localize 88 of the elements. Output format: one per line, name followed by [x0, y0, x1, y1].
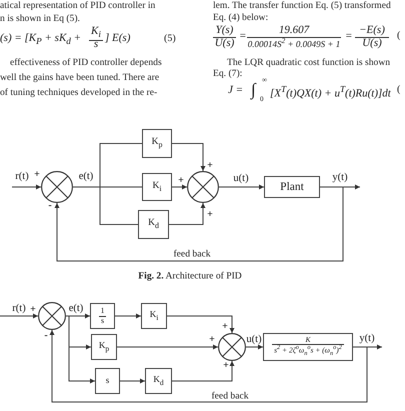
- text-line: Eq. (7):: [213, 68, 242, 79]
- equation-number: (: [397, 30, 400, 42]
- block-label: s: [98, 316, 106, 326]
- signal-arrow: [172, 184, 188, 190]
- text-line: well the gains have been tuned. There are: [0, 72, 160, 83]
- block-label: s: [106, 376, 110, 386]
- text-line: The LQR quadratic cost function is shown: [227, 56, 390, 68]
- signal-arrow: [116, 344, 218, 350]
- gain-block: [142, 173, 172, 201]
- equation-text: [X$^{T}$(t)QX(t) + u$^{T}$(t)Ru(t)]dt: [270, 84, 391, 100]
- block-label: K$_{i}$: [150, 310, 158, 322]
- signal-label: y(t): [359, 334, 375, 344]
- gain-block: [145, 368, 172, 394]
- text-line: n is shown in Eq (5).: [0, 12, 80, 24]
- signal-arrow: [168, 202, 206, 225]
- block-label: 1: [100, 306, 104, 316]
- summing-junction: [38, 302, 66, 330]
- signal-line: [72, 186, 138, 225]
- equation-text: K$_{i}$: [89, 25, 103, 41]
- equation-text: U(s): [361, 37, 383, 50]
- equation-text: U(s): [214, 37, 236, 50]
- equation-text: s: [92, 38, 100, 51]
- text-line: atical representation of PID controller in: [0, 0, 156, 12]
- integral-sign: ∫: [251, 81, 256, 98]
- signal-label: u(t): [233, 174, 249, 184]
- equals-sign: =: [239, 30, 246, 43]
- signal-arrow: [114, 314, 142, 318]
- signal-arrow: [66, 316, 96, 384]
- equation-text: 0.00014S$^{2}$ + 0.0049S + 1: [247, 37, 341, 50]
- text-line: lem. The transfer function Eq. (5) transformed: [213, 0, 391, 12]
- block-label: K$_{p}$: [152, 137, 162, 150]
- text-line: effectiveness of PID controller depends: [10, 56, 162, 68]
- block-label: K$_{d}$: [153, 374, 164, 388]
- edge-label: feed back: [173, 248, 211, 260]
- plus-sign: +: [223, 361, 229, 371]
- equation-text: 19.607: [247, 24, 341, 38]
- plus-sign: +: [34, 170, 40, 180]
- plant-block: [264, 176, 320, 198]
- edge-label: feed back: [211, 390, 249, 402]
- equation-text: −E(s): [355, 24, 389, 38]
- summing-junction: [41, 171, 73, 203]
- summing-junction: [187, 171, 219, 203]
- gain-block: [142, 129, 172, 158]
- signal-label: e(t): [78, 172, 94, 182]
- equation-text: ] E(s): [105, 32, 130, 45]
- plus-sign: +: [209, 335, 215, 345]
- signal-arrow: [0, 314, 38, 318]
- integrator-block: [90, 303, 115, 329]
- plus-sign: +: [207, 210, 213, 220]
- text-line: Eq. (4) below:: [213, 12, 268, 23]
- signal-arrow: [12, 184, 42, 190]
- signal-label: e(t): [68, 304, 84, 314]
- signal-arrow: [172, 143, 206, 172]
- block-label: K$_{p}$: [98, 340, 110, 354]
- minus-sign: -: [48, 201, 52, 211]
- plus-sign: +: [222, 322, 228, 332]
- signal-label: u(t): [246, 334, 262, 346]
- block-label: K$_{d}$: [148, 218, 159, 231]
- signal-arrow: [172, 360, 234, 382]
- signal-label: r(t): [15, 172, 29, 182]
- gain-block: [141, 303, 167, 329]
- plus-sign: +: [207, 161, 213, 171]
- signal-arrow: [166, 316, 234, 334]
- signal-label: r(t): [12, 304, 26, 314]
- feedback-arrow: [54, 186, 344, 262]
- equation-text: Y(s): [213, 24, 236, 38]
- block-label: Plant: [280, 180, 304, 194]
- text-line: of tuning techniques developed in the re-: [0, 86, 158, 98]
- equals-sign: =: [345, 30, 352, 43]
- gain-block: [91, 334, 117, 360]
- gain-block: [138, 210, 169, 239]
- equation-text: (s) = [K$_{P}$ + sK$_{d}$ +: [0, 32, 82, 47]
- transfer-function-block: [263, 333, 353, 361]
- plus-sign: +: [30, 305, 36, 315]
- plus-sign: +: [178, 176, 184, 186]
- equation-number: (: [397, 84, 400, 96]
- equation-number: (5): [164, 33, 176, 44]
- block-label: K$_{i}$: [152, 180, 162, 194]
- equation-text: J =: [228, 84, 244, 97]
- signal-arrow: [218, 184, 264, 190]
- minus-sign: -: [44, 331, 48, 341]
- feedback-arrow: [50, 330, 368, 402]
- signal-arrow: [120, 378, 146, 384]
- figure-caption: Fig. 2. Architecture of PID: [138, 270, 242, 282]
- derivative-block: [95, 368, 120, 394]
- signal-label: y(t): [332, 172, 348, 184]
- signal-arrow: [246, 344, 264, 350]
- summing-junction: [218, 333, 246, 361]
